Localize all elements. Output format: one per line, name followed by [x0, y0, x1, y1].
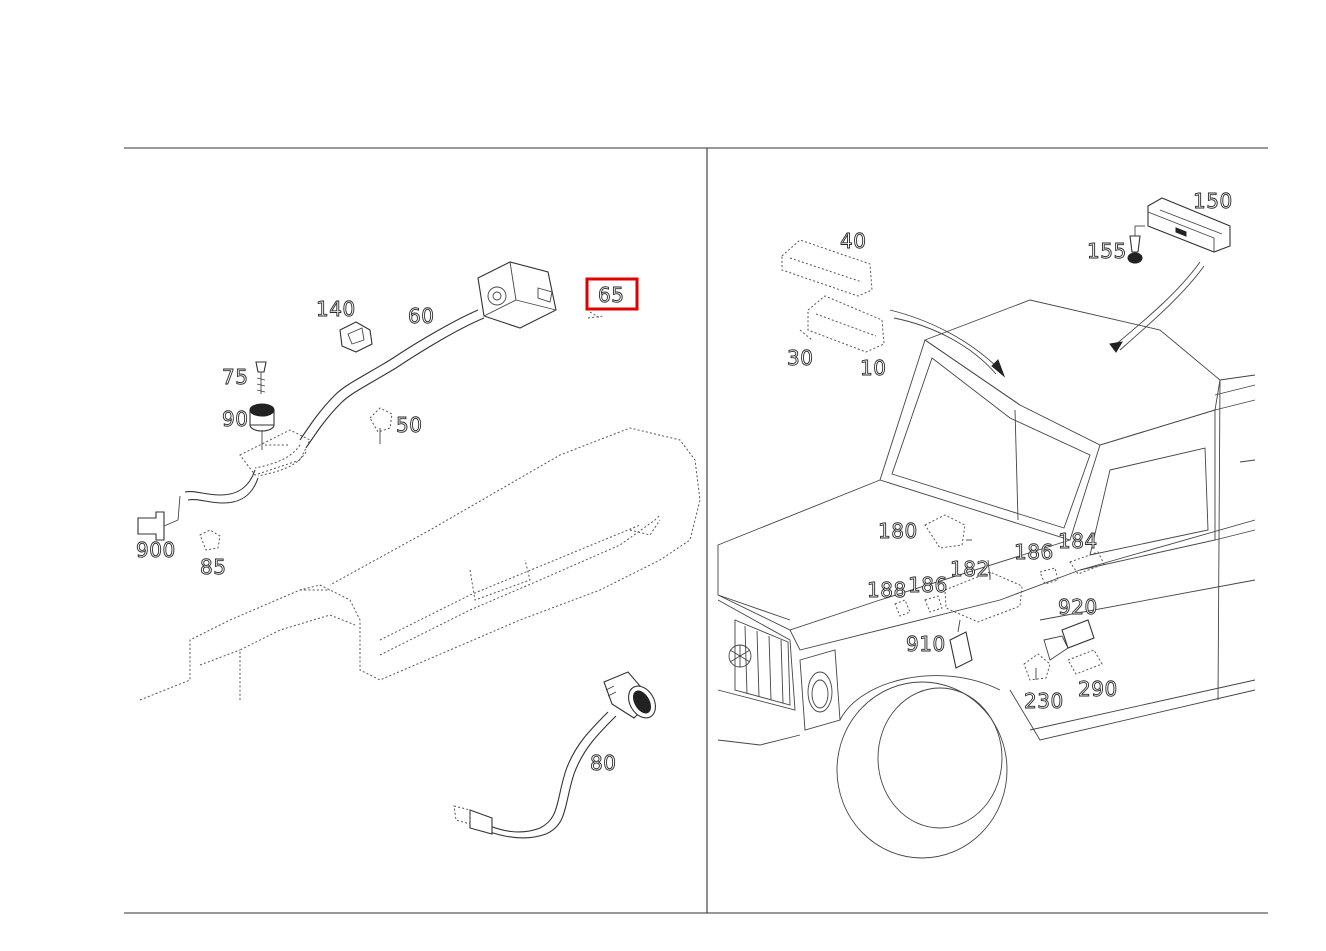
callout-10[interactable]: 10 [860, 356, 887, 381]
callout-85[interactable]: 85 [200, 555, 227, 580]
callout-180[interactable]: 180 [878, 519, 918, 544]
lamp-housing-65 [477, 261, 605, 329]
callout-75[interactable]: 75 [222, 365, 249, 390]
left-panel: 140 60 65 75 90 50 900 85 80 [136, 261, 701, 839]
pointer-arrow-150 [1114, 261, 1201, 346]
callout-186-upper[interactable]: 186 [1014, 540, 1054, 565]
grommet-90 [249, 403, 275, 450]
callout-150[interactable]: 150 [1193, 189, 1233, 214]
lamp-part-150 [1147, 197, 1231, 253]
lamp-part-10 [799, 295, 885, 353]
leader-lines [966, 539, 1037, 680]
callout-920[interactable]: 920 [1058, 595, 1098, 620]
clip-85 [199, 529, 221, 551]
right-callouts: 40 150 155 30 10 180 186 184 182 188 186… [787, 189, 1233, 714]
connector-900 [137, 495, 181, 541]
callout-65[interactable]: 65 [598, 283, 625, 308]
engine-compartment-parts [894, 514, 1105, 681]
mount-bracket [239, 429, 311, 476]
grommet-50 [369, 407, 393, 444]
callout-230[interactable]: 230 [1024, 689, 1064, 714]
callout-140[interactable]: 140 [316, 297, 356, 322]
lamp-part-40 [781, 239, 873, 297]
left-callouts: 140 60 65 75 90 50 900 85 80 [136, 283, 625, 776]
pointer-arrow-40 [889, 309, 1001, 371]
callout-182[interactable]: 182 [950, 557, 990, 582]
cable-harness-60 [184, 309, 485, 504]
callout-290[interactable]: 290 [1078, 677, 1118, 702]
callout-188[interactable]: 188 [867, 578, 907, 603]
callout-highlight-box [585, 277, 639, 311]
screw-75 [255, 361, 267, 394]
callout-90[interactable]: 90 [222, 407, 249, 432]
callout-60[interactable]: 60 [408, 304, 435, 329]
right-panel: 40 150 155 30 10 180 186 184 182 188 186… [717, 189, 1256, 859]
callout-80[interactable]: 80 [590, 751, 617, 776]
callout-30[interactable]: 30 [787, 346, 814, 371]
callout-186-lower[interactable]: 186 [908, 573, 948, 598]
callout-155[interactable]: 155 [1087, 239, 1127, 264]
screw-155 [1127, 225, 1145, 264]
vehicle-body-outline [717, 299, 1256, 859]
callout-900[interactable]: 900 [136, 538, 176, 563]
sensor-80 [453, 671, 656, 839]
clip-140 [339, 321, 373, 353]
callout-40[interactable]: 40 [840, 229, 867, 254]
rear-body-outline [139, 427, 701, 701]
callout-184[interactable]: 184 [1058, 529, 1098, 554]
callout-50[interactable]: 50 [396, 413, 423, 438]
callout-910[interactable]: 910 [906, 632, 946, 657]
diagram-frame [124, 147, 1268, 914]
